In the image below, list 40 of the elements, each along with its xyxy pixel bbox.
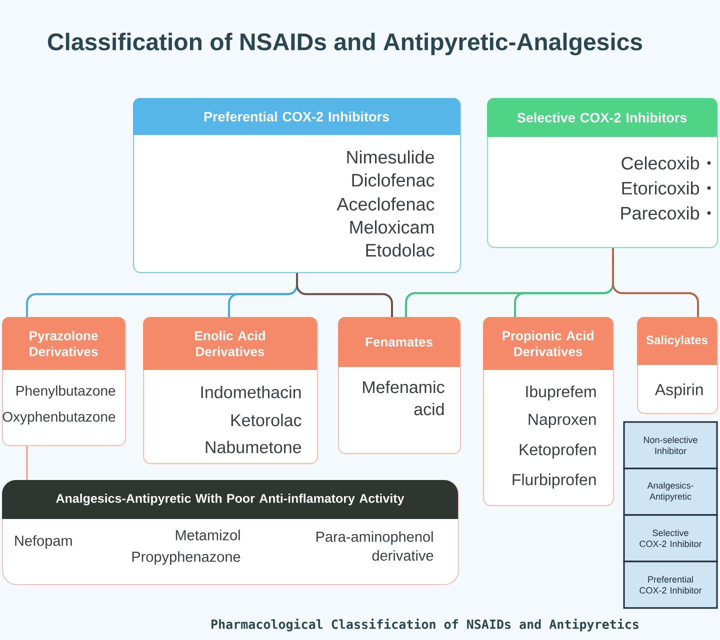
drug-name: Etoricoxib bbox=[622, 181, 700, 195]
connector-line bbox=[26, 446, 28, 480]
drug-name: Propyphenazone bbox=[132, 551, 240, 565]
drug-name: Aspirin bbox=[654, 384, 703, 398]
drug-name: Oxyphenbutazone bbox=[2, 411, 116, 425]
drug-name: Aceclofenac bbox=[336, 197, 434, 211]
drug-name: Flurbiprofen bbox=[512, 474, 596, 488]
title: Classification of NSAIDs and Antipyretic-Analgesics bbox=[48, 32, 642, 56]
drug-name: Nimesulide bbox=[347, 150, 434, 164]
drug-name: Celecoxib bbox=[622, 156, 700, 170]
box-header: Preferential COX-2 Inhibitors bbox=[133, 98, 460, 135]
box-header: Fenamates bbox=[338, 317, 460, 367]
box-header: Enolic Acid Derivatives bbox=[143, 317, 317, 370]
drug-name: Metamizol bbox=[176, 530, 240, 540]
box-header: Salicylates bbox=[637, 317, 717, 365]
connector-line bbox=[612, 248, 699, 317]
drug-name: Ibuprefem bbox=[526, 386, 596, 400]
connector-line bbox=[296, 273, 393, 317]
drug-name: Diclofenac bbox=[352, 173, 434, 187]
drug-name: Etodolac bbox=[366, 243, 434, 257]
table-cell: Preferential COX-2 Inhibitor bbox=[623, 560, 718, 609]
drug-name: Phenylbutazone bbox=[16, 385, 116, 399]
box-header: Pyrazolone Derivatives bbox=[2, 317, 125, 370]
drug-name: Ketoprofen bbox=[520, 444, 596, 458]
box-header: Analgesics-Antipyretic With Poor Anti-inflamatory Activity bbox=[2, 480, 458, 519]
drug-name: Nabumetone bbox=[206, 440, 302, 454]
table-cell: Selective COX-2 Inhibitor bbox=[623, 514, 718, 562]
drug-name: Nefopam bbox=[15, 535, 72, 549]
table-cell: Analgesics-Antipyretic bbox=[623, 468, 718, 516]
drug-name: Ketorolac bbox=[231, 414, 302, 426]
drug-name: Meloxicam bbox=[350, 220, 434, 234]
drug-name: Para-aminophenol derivative bbox=[316, 531, 434, 561]
caption: Pharmacological Classification of NSAIDs and Antipyretics bbox=[212, 618, 638, 632]
drug-name: Indomethacin bbox=[201, 386, 301, 398]
drug-name: Parecoxib bbox=[621, 206, 700, 220]
box-header: Propionic Acid Derivatives bbox=[483, 317, 613, 370]
drug-name: Mefenamic acid bbox=[363, 380, 444, 416]
table-cell: Non-selective Inhibitor bbox=[623, 421, 718, 470]
drug-name: Naproxen bbox=[528, 414, 596, 428]
box-header: Selective COX-2 Inhibitors bbox=[487, 98, 717, 137]
